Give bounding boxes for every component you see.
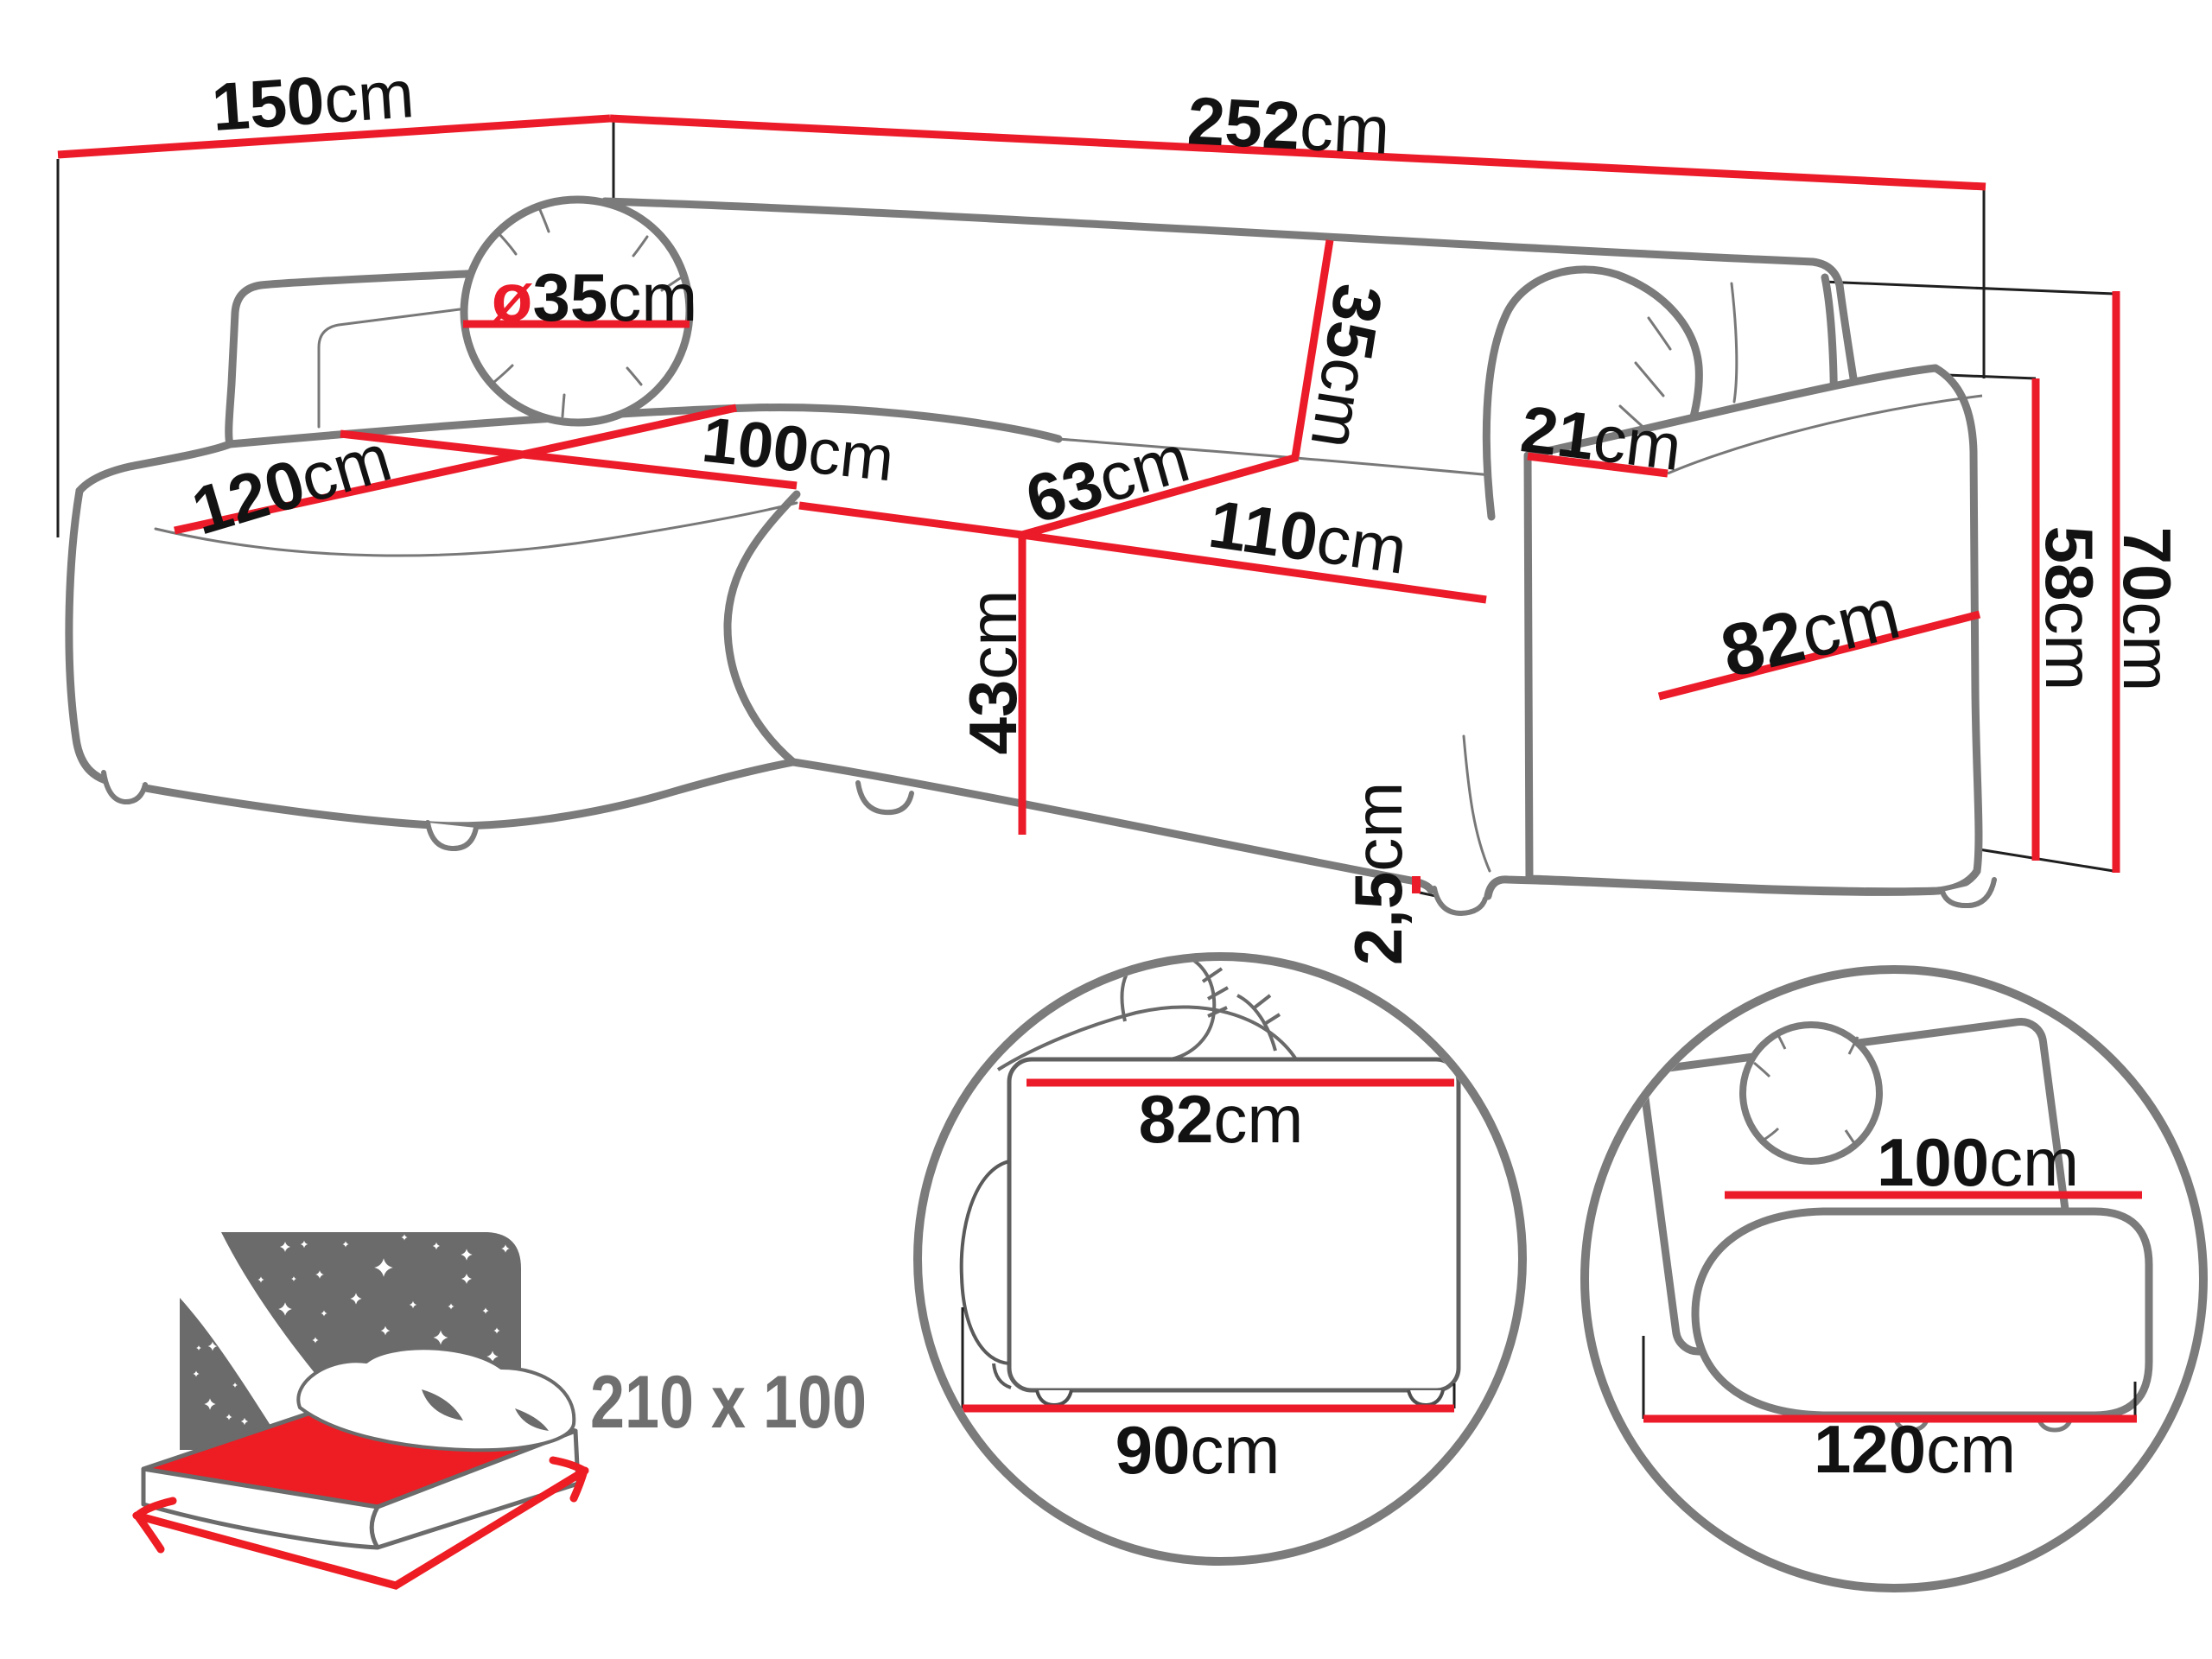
- svg-text:90cm: 90cm: [1116, 1412, 1281, 1488]
- svg-text:43cm: 43cm: [955, 590, 1031, 755]
- svg-text:120cm: 120cm: [1814, 1411, 2016, 1487]
- svg-text:100cm: 100cm: [1877, 1124, 2079, 1200]
- svg-text:70cm: 70cm: [2109, 527, 2185, 692]
- svg-text:110cm: 110cm: [1205, 486, 1412, 588]
- svg-text:ø35cm: ø35cm: [492, 259, 697, 335]
- svg-text:58cm: 58cm: [2031, 526, 2107, 691]
- svg-text:252cm: 252cm: [1185, 82, 1391, 168]
- svg-text:2,5cm: 2,5cm: [1340, 782, 1416, 965]
- svg-text:82cm: 82cm: [1139, 1081, 1304, 1157]
- svg-text:35cm: 35cm: [1296, 279, 1397, 454]
- svg-text:210 x 100: 210 x 100: [590, 1361, 867, 1444]
- svg-text:21cm: 21cm: [1517, 392, 1686, 485]
- svg-text:150cm: 150cm: [209, 55, 416, 145]
- svg-text:100cm: 100cm: [699, 404, 898, 495]
